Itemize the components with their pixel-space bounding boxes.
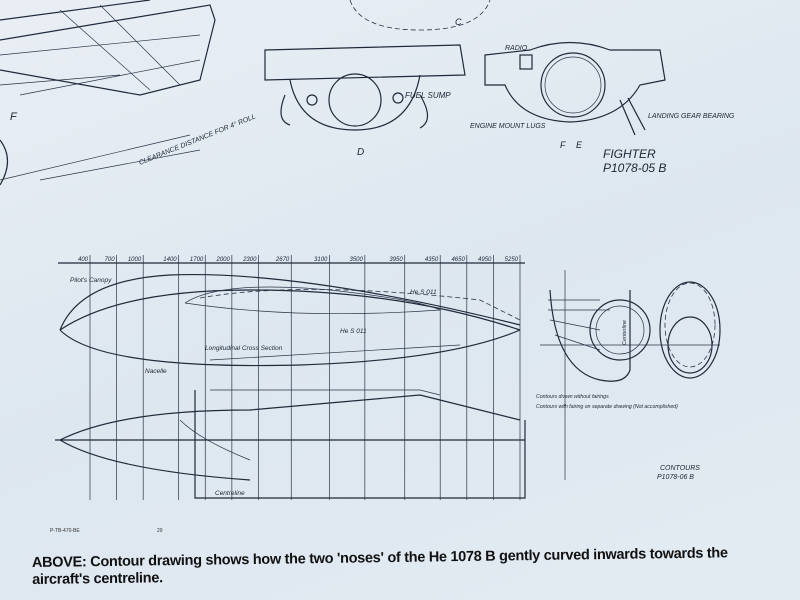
engine-upper-label: He S 011 [410, 289, 437, 296]
fighter-label: FIGHTER [603, 147, 656, 161]
contour-note-2: Contours with fairing on separate drawin… [536, 404, 678, 410]
section-e-view [484, 41, 666, 136]
drawing-number-top: P1078-05 B [603, 161, 666, 175]
station-label: 5250 [505, 257, 519, 263]
pilots-canopy-label: Pilot's Canopy [70, 277, 112, 284]
section-label-f-left: F [10, 111, 18, 123]
station-label: 3100 [314, 257, 328, 263]
contour-note-1: Contours drawn without fairings [536, 394, 609, 400]
contour-section-views [540, 270, 721, 480]
centerline-vertical-label: Centerline [622, 320, 628, 345]
station-ticks: 400 700 1000 1400 1700 2000 2300 2670 3100 3500 39… [78, 255, 521, 500]
section-label-f: F [560, 140, 566, 150]
drawing-number-bottom: P1078-06 B [657, 474, 694, 481]
radio-label: RADIO [505, 45, 528, 52]
station-label: 3950 [389, 257, 403, 263]
landing-gear-bearing-label: LANDING GEAR BEARING [648, 113, 735, 120]
centreline-label: Centreline [215, 490, 245, 497]
station-label: 2670 [275, 257, 290, 263]
station-label: 3500 [349, 257, 363, 263]
station-label: 2000 [215, 257, 230, 263]
fuel-sump-label: FUEL SUMP [405, 91, 451, 100]
footer-code: P-TB-470-BE [50, 528, 80, 534]
wing-planform-view [0, 0, 216, 186]
footer-page-number: 29 [157, 528, 163, 534]
section-d-view [264, 0, 491, 131]
station-label: 4950 [478, 257, 492, 263]
station-label: 400 [78, 257, 89, 263]
side-profile [55, 262, 526, 499]
contours-label: CONTOURS [660, 465, 700, 472]
section-label-c: C [455, 17, 462, 27]
station-label: 2300 [242, 257, 257, 263]
section-label-d: D [357, 147, 364, 158]
longitudinal-section-label: Longitudinal Cross Section [205, 345, 283, 352]
station-label: 1700 [190, 257, 204, 263]
station-label: 1400 [163, 257, 177, 263]
station-label: 700 [105, 257, 116, 263]
station-label: 1000 [128, 257, 142, 263]
station-label: 4650 [451, 257, 465, 263]
engine-mount-lugs-label: ENGINE MOUNT LUGS [470, 123, 546, 130]
station-label: 4350 [425, 257, 439, 263]
clearance-label: CLEARANCE DISTANCE FOR 4° ROLL [138, 112, 257, 166]
caption-lead: ABOVE: [31, 554, 87, 572]
nacelle-label: Nacelle [145, 368, 167, 375]
engine-lower-label: He S 011 [340, 328, 367, 335]
section-label-e: E [576, 140, 583, 150]
